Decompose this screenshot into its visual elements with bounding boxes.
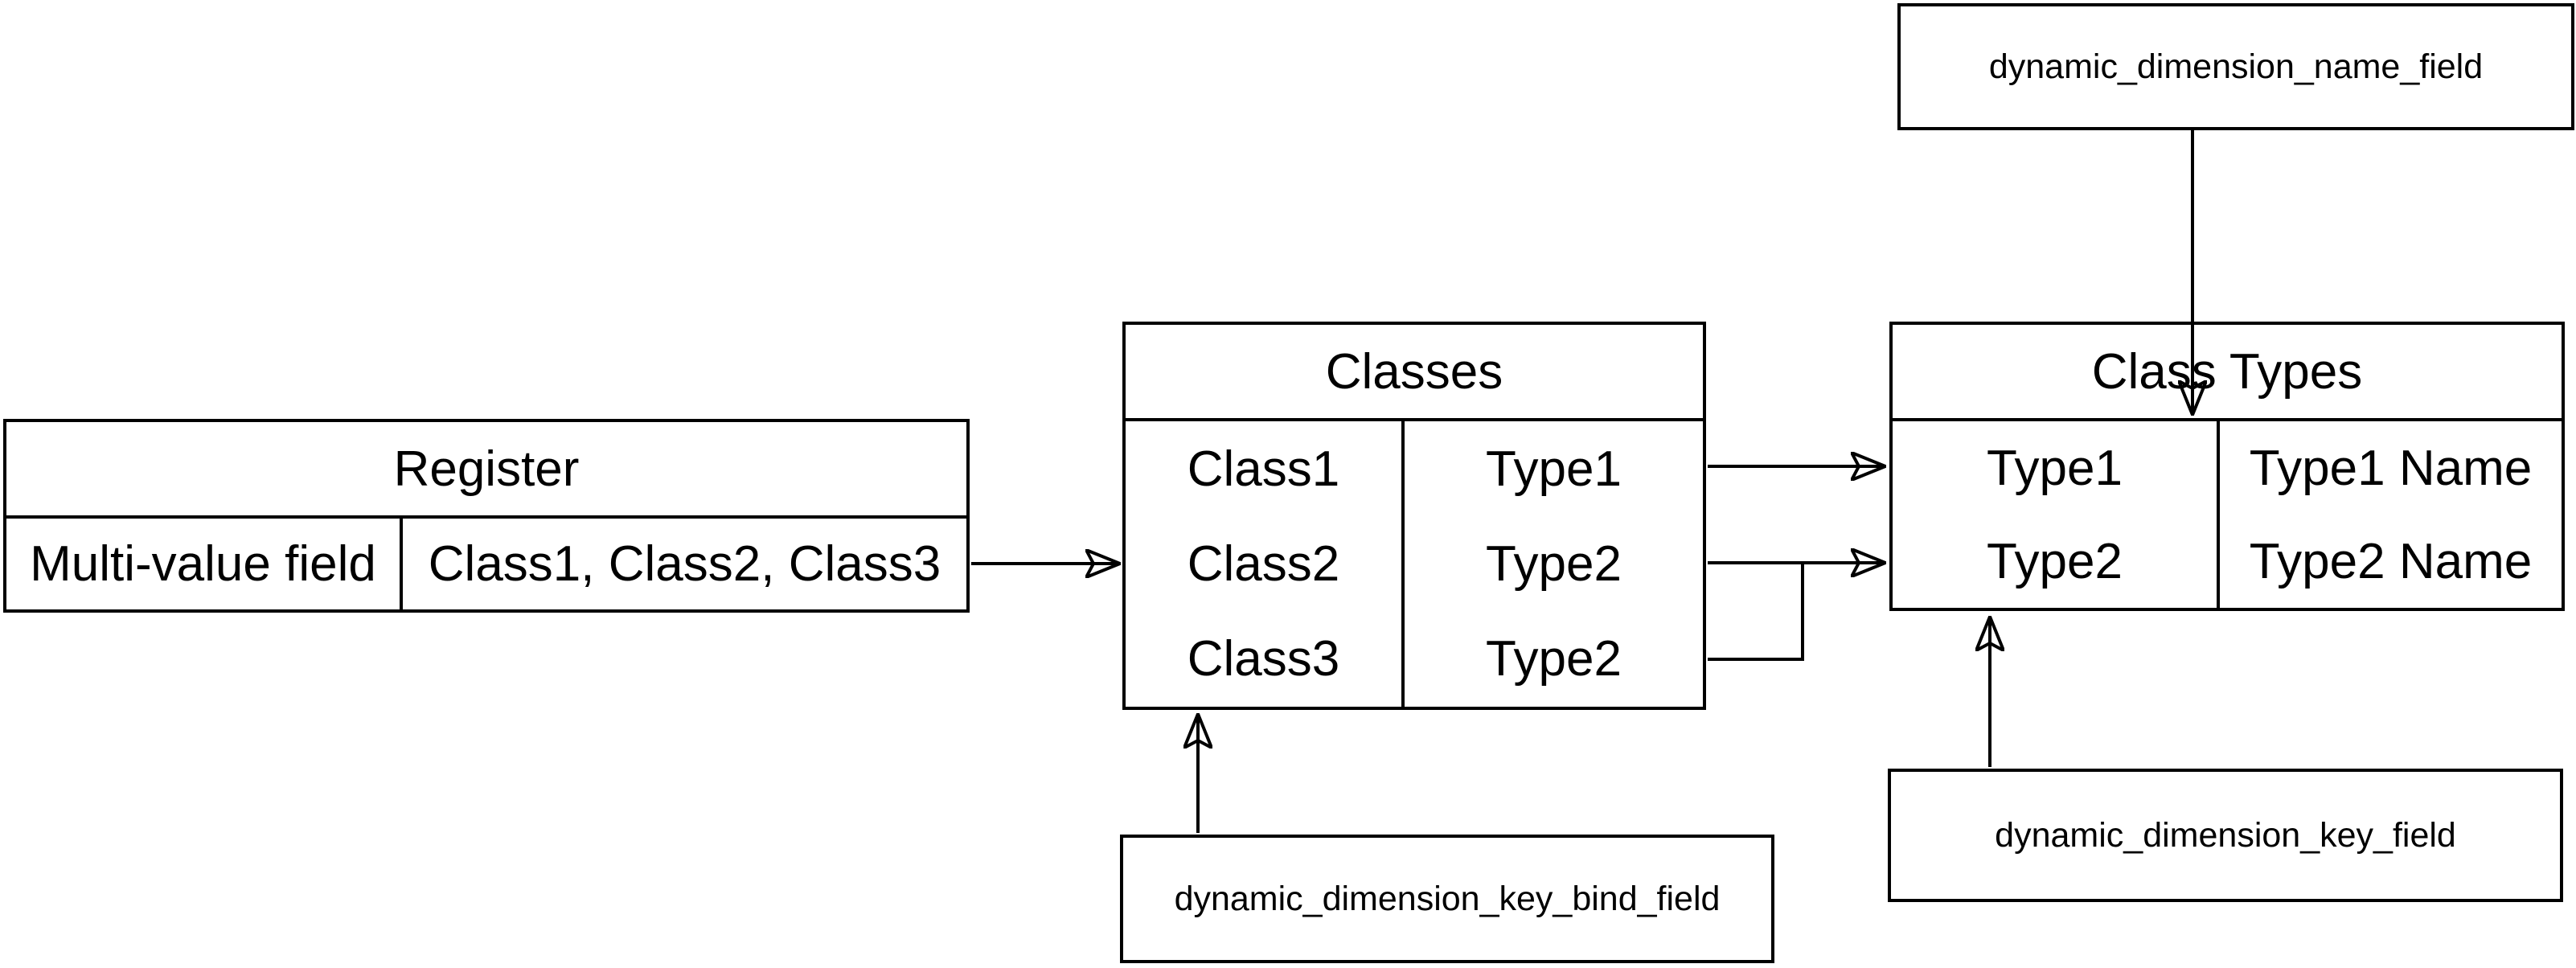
- class-types-row-name: Type1 Name: [2249, 440, 2533, 496]
- classes-table: Classes Class1 Class2 Class3 Type1 Type2…: [1122, 322, 1706, 710]
- class-types-row-type: Type2: [1987, 533, 2123, 589]
- classes-type-column: Type1 Type2 Type2: [1401, 421, 1703, 707]
- dynamic-dimension-name-field-label: dynamic_dimension_name_field: [1988, 47, 2484, 86]
- dynamic-dimension-key-bind-field-label: dynamic_dimension_key_bind_field: [1174, 879, 1721, 918]
- dynamic-dimension-name-field-box: dynamic_dimension_name_field: [1897, 3, 2574, 130]
- dynamic-dimension-key-field-label: dynamic_dimension_key_field: [1995, 815, 2456, 855]
- class-types-table-body: Type1 Type2 Type1 Name Type2 Name: [1893, 421, 2562, 608]
- register-field-value: Class1, Class2, Class3: [428, 536, 941, 592]
- register-value-column: Class1, Class2, Class3: [400, 519, 966, 609]
- connector-classes-row3-merge: [1708, 564, 1804, 661]
- class-types-name-column: Type1 Name Type2 Name: [2217, 421, 2562, 608]
- classes-row-type: Type2: [1486, 631, 1622, 687]
- class-types-row-type: Type1: [1987, 440, 2123, 496]
- register-field-column: Multi-value field: [6, 519, 400, 609]
- class-types-table-title: Class Types: [1893, 325, 2562, 421]
- classes-table-body: Class1 Class2 Class3 Type1 Type2 Type2: [1126, 421, 1703, 707]
- dynamic-dimension-key-bind-field-box: dynamic_dimension_key_bind_field: [1120, 835, 1774, 963]
- class-types-row-name: Type2 Name: [2249, 533, 2533, 589]
- dynamic-dimension-key-field-box: dynamic_dimension_key_field: [1888, 769, 2563, 902]
- classes-class-column: Class1 Class2 Class3: [1126, 421, 1401, 707]
- register-table-title: Register: [6, 422, 966, 519]
- class-types-type-column: Type1 Type2: [1893, 421, 2217, 608]
- register-table: Register Multi-value field Class1, Class…: [3, 419, 970, 613]
- register-table-body: Multi-value field Class1, Class2, Class3: [6, 519, 966, 609]
- classes-row-type: Type1: [1486, 441, 1622, 497]
- register-field-label: Multi-value field: [30, 536, 376, 592]
- classes-row-type: Type2: [1486, 535, 1622, 592]
- class-types-table: Class Types Type1 Type2 Type1 Name Type2…: [1889, 322, 2565, 611]
- classes-row-class: Class2: [1187, 535, 1340, 592]
- classes-row-class: Class1: [1187, 441, 1340, 497]
- classes-row-class: Class3: [1187, 631, 1340, 687]
- classes-table-title: Classes: [1126, 325, 1703, 421]
